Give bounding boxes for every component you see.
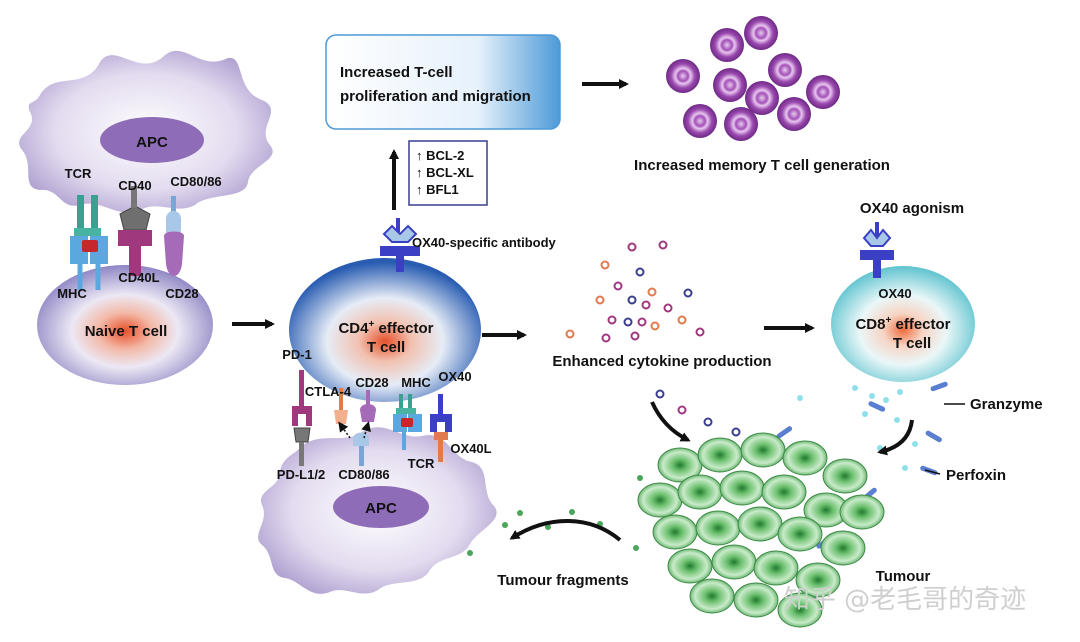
bcl-box: ↑ BCL-2 ↑ BCL-XL ↑ BFL1 [408, 140, 488, 206]
naive-t-cell-body [37, 265, 213, 385]
label-perfoxin: Perfoxin [946, 467, 1006, 484]
proliferation-line-2: proliferation and migration [340, 88, 531, 105]
cd4-cell-body [289, 258, 481, 402]
apc-bottom-label: APC [365, 500, 397, 517]
receptor-ox40-ox40l [430, 394, 452, 462]
label-pdl12: PD-L1/2 [277, 467, 325, 482]
label-memory: Increased memory T cell generation [634, 157, 890, 174]
memory-cell [777, 97, 811, 131]
label-cd40-top: CD40 [118, 178, 151, 193]
label-tcr-bottom: TCR [408, 456, 435, 471]
apc-bottom-nucleus [333, 486, 429, 528]
memory-cell [713, 68, 747, 102]
cd8-ox40-label: OX40 [878, 286, 911, 301]
cytokines [565, 240, 741, 437]
label-cd80-86-top: CD80/86 [170, 174, 221, 189]
receptor-tcr-mhc-bottom [393, 394, 422, 450]
tumour [637, 432, 885, 628]
label-mhc-top: MHC [57, 286, 87, 301]
label-cd28-top: CD28 [165, 286, 198, 301]
label-tcr-top: TCR [65, 166, 92, 181]
cd8-cell-body [831, 266, 975, 382]
proliferation-line-1: Increased T-cell [340, 64, 453, 81]
receptor-cd28-bottom [360, 390, 376, 422]
apc-top-label: APC [136, 134, 168, 151]
receptor-cd40-cd40l [118, 186, 152, 276]
memory-cell [666, 59, 700, 93]
memory-cell [683, 104, 717, 138]
perfoxin-pointer [924, 469, 941, 475]
naive-t-cell-label: Naive T cell [85, 323, 168, 340]
label-granzyme: Granzyme [970, 396, 1043, 413]
naive-t-cell: Naive T cell [37, 265, 213, 385]
receptor-cd80-cd28-top [164, 196, 184, 276]
label-ox40l: OX40L [450, 441, 491, 456]
receptor-ctla4 [334, 388, 348, 424]
apc-top: APC [19, 50, 273, 213]
label-mhc-bottom: MHC [401, 375, 431, 390]
label-tumour-fragments: Tumour fragments [497, 572, 628, 589]
arrow-cytokine-to-tumour [650, 401, 691, 442]
bcl-item-1: ↑ BCL-2 [416, 148, 464, 163]
label-cd28-bottom: CD28 [355, 375, 388, 390]
label-cytokine: Enhanced cytokine production [552, 353, 771, 370]
arrow-cd8-to-tumour [877, 419, 914, 456]
ox40-agonist-receptor [860, 222, 894, 278]
cd8-cell-label-line2: T cell [893, 335, 931, 352]
memory-cell [768, 53, 802, 87]
watermark: 知乎 @老毛哥的奇迹 [784, 585, 1026, 615]
label-cd40l-top: CD40L [118, 270, 159, 285]
receptor-tcr-mhc-top [70, 195, 108, 290]
receptor-cd80-bottom [338, 421, 371, 466]
memory-cell [806, 75, 840, 109]
memory-cell [710, 28, 744, 62]
memory-cell [745, 81, 779, 115]
arrow-fragments-to-apc [509, 519, 622, 542]
bcl-item-2: ↑ BCL-XL [416, 165, 474, 180]
cd4-cell-label-line1: CD4+ effector [338, 319, 433, 337]
label-pd1: PD-1 [282, 347, 312, 362]
cd8-effector-t-cell: OX40 CD8+ effector T cell [831, 266, 975, 382]
apc-top-nucleus [100, 117, 204, 163]
memory-cell [744, 16, 778, 50]
ox40-antibody [380, 218, 420, 272]
label-tumour: Tumour [876, 568, 931, 585]
label-ox40-bottom: OX40 [438, 369, 471, 384]
cd8-cell-label-line1: CD8+ effector [855, 315, 950, 333]
cd4-effector-t-cell: CD4+ effector T cell [289, 258, 481, 402]
memory-cell [724, 107, 758, 141]
memory-t-cells [666, 16, 840, 141]
label-ox40-agonism: OX40 agonism [860, 200, 964, 217]
bcl-item-3: ↑ BFL1 [416, 182, 459, 197]
apc-bottom: APC [258, 427, 497, 594]
label-ox40-specific-antibody: OX40-specific antibody [412, 235, 557, 250]
label-cd80-86-bottom: CD80/86 [338, 467, 389, 482]
proliferation-box: Increased T-cell proliferation and migra… [325, 34, 561, 130]
cd4-cell-label-line2: T cell [367, 339, 405, 356]
receptor-pd1-pdl [292, 370, 312, 466]
label-ctla4: CTLA-4 [305, 384, 352, 399]
